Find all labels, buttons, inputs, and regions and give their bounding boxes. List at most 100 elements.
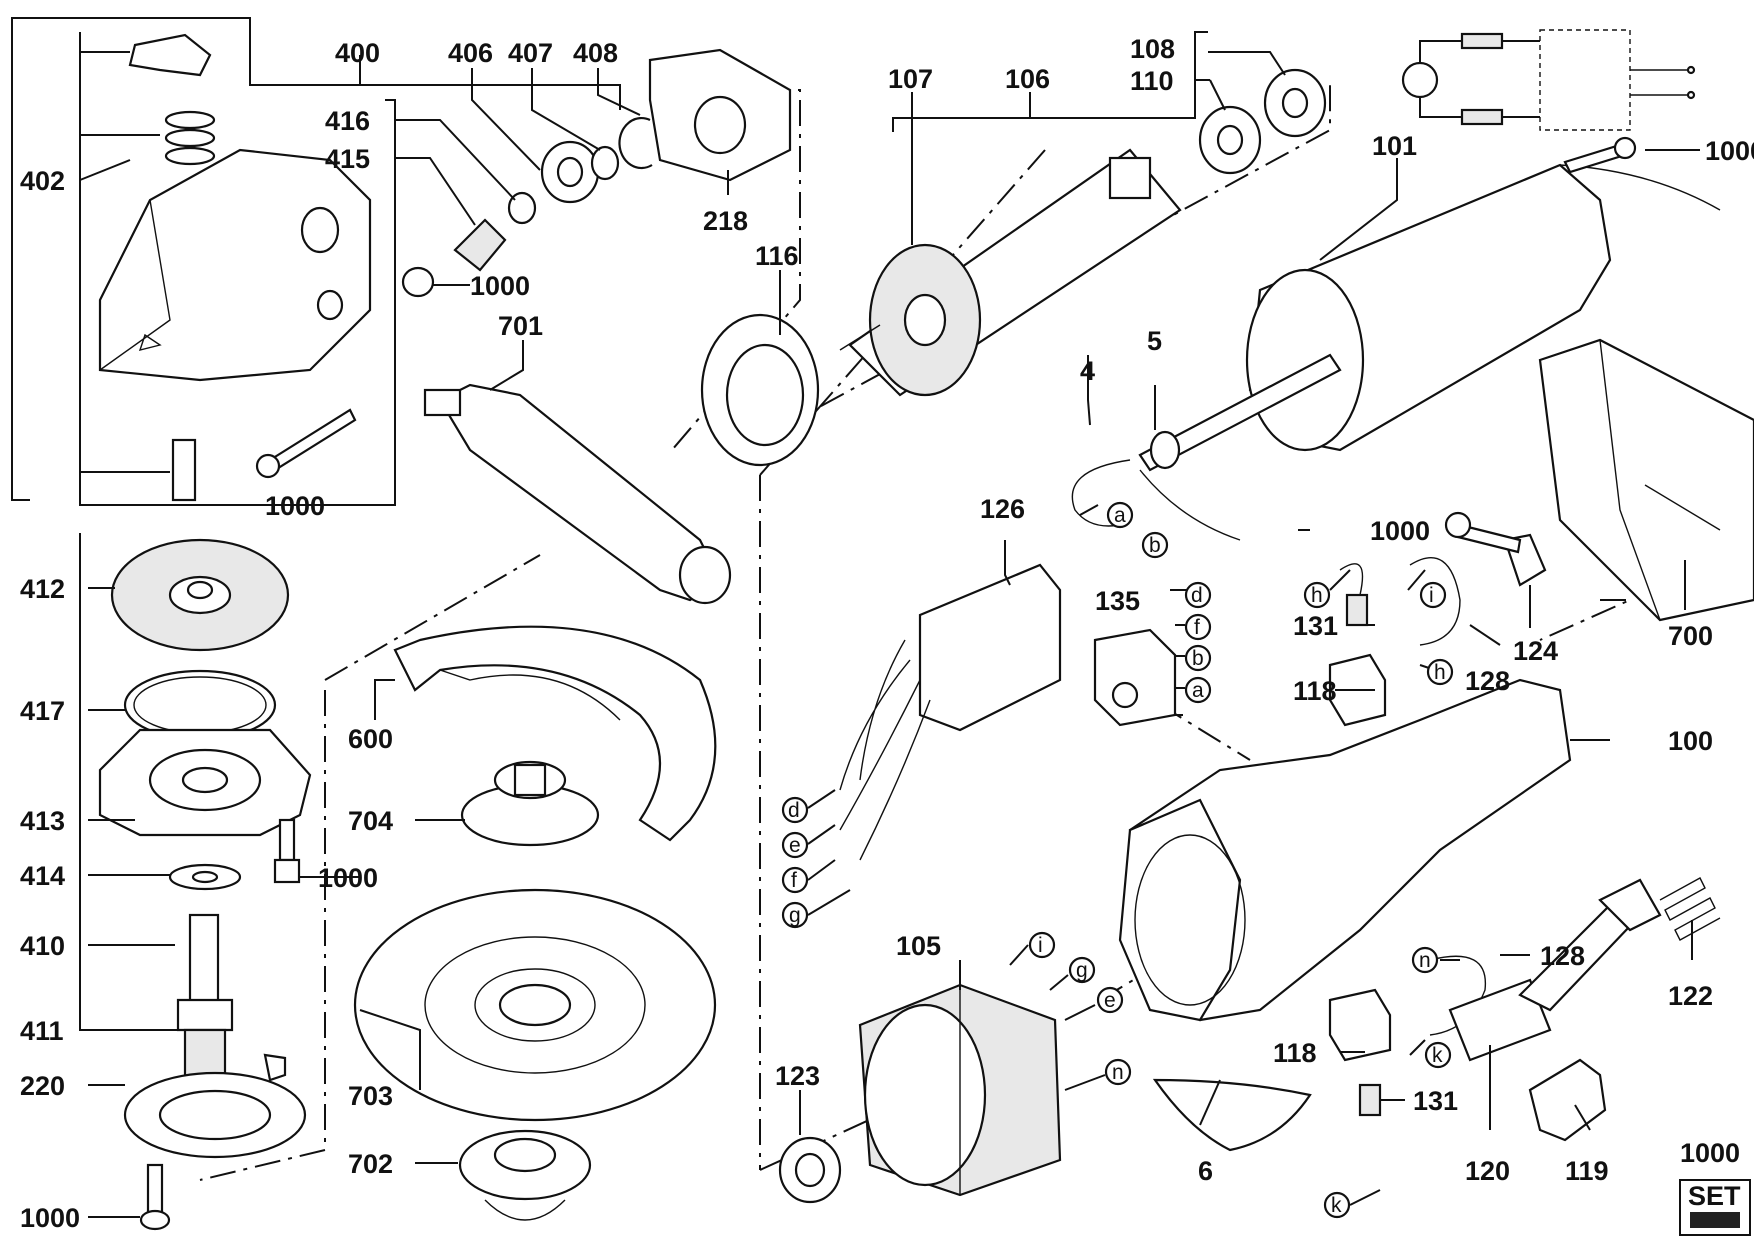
label-400: 400 [335,38,380,68]
wire-marker-k: k [1331,1194,1342,1217]
set-badge-text: SET [1688,1181,1741,1211]
label-407: 407 [508,38,553,68]
wire-marker-g: g [1076,959,1088,982]
washer-416 [507,191,537,225]
label-4: 4 [1080,356,1095,386]
brush-holder-4-5 [1071,353,1342,541]
stator-105 [858,983,1062,1197]
label-1000-nut: 1000 [470,271,530,301]
label-120: 120 [1465,1156,1510,1186]
label-1000-flange: 1000 [318,863,378,893]
label-122: 122 [1668,981,1713,1011]
wire-marker-e: e [789,834,801,857]
label-702: 702 [348,1149,393,1179]
pinion-415 [453,218,507,272]
wire-marker-d: d [788,799,800,822]
switch-actuator-120 [1448,878,1662,1062]
gear-flange-413 [98,728,312,837]
label-128-bottom: 128 [1540,941,1585,971]
wire-128-top [1409,556,1461,646]
label-131-top: 131 [1293,611,1338,641]
wheel-guard-600 [393,625,717,842]
label-415: 415 [325,144,370,174]
wire-marker-h: h [1311,584,1323,607]
brush-131-bottom [1358,1083,1382,1117]
wire-marker-n: n [1112,1061,1124,1084]
electronic-module-126 [839,563,1062,861]
label-110: 110 [1130,66,1174,96]
screw-1000-flange [273,818,301,884]
baffle-6 [1152,1078,1312,1152]
switch-button-119 [1528,1058,1607,1142]
circuit-schematic [1401,29,1696,131]
clamping-nut-702 [458,1129,592,1221]
label-108: 108 [1130,34,1175,64]
spindle-lock-button [128,33,212,77]
label-124: 124 [1513,636,1558,666]
wire-marker-b: b [1192,647,1204,670]
spindle-410-411 [176,913,234,1102]
label-220: 220 [20,1071,65,1101]
brush-131-top [1339,563,1369,627]
screw-1000-top [1563,136,1637,174]
switch-135 [1093,628,1177,727]
brush-holder-118-bottom [1328,988,1392,1062]
label-5: 5 [1147,326,1162,356]
washer-414 [168,863,242,891]
wire-marker-a: a [1192,679,1204,702]
bearing-406 [540,140,600,204]
wire-marker-e: e [1104,989,1116,1012]
bearing-cover-123 [778,1136,842,1204]
label-101: 101 [1372,131,1417,161]
wire-marker-h: h [1434,661,1446,684]
label-701: 701 [498,311,543,341]
label-128-top: 128 [1465,666,1510,696]
leader-lines [79,51,1700,1218]
circlip-408 [618,117,653,170]
label-135: 135 [1095,586,1140,616]
label-1000-screw: 1000 [265,491,325,521]
label-118-top: 118 [1293,676,1337,706]
o-ring-417 [123,669,277,741]
wire-marker-f: f [791,869,797,892]
label-410: 410 [20,931,65,961]
label-123: 123 [775,1061,820,1091]
label-703: 703 [348,1081,393,1111]
label-119: 119 [1565,1156,1609,1186]
retainer-plate-220 [123,1053,307,1159]
armature-107 [839,148,1182,397]
label-107: 107 [888,64,933,94]
label-1000-top: 1000 [1705,136,1754,166]
label-131-bottom: 131 [1413,1086,1458,1116]
label-105: 105 [896,931,941,961]
label-600: 600 [348,724,393,754]
lock-pin [171,438,197,502]
screw-1000-mid [1444,511,1522,554]
ring-407 [590,145,620,181]
set-badge: SET [1679,1179,1751,1236]
wire-marker-a: a [1114,504,1126,527]
bevel-gear-412 [110,538,290,652]
wire-marker-k: k [1432,1044,1443,1067]
label-118-bottom: 118 [1273,1038,1317,1068]
plate-218 [648,48,792,182]
label-412: 412 [20,574,65,604]
label-1000-bottom: 1000 [20,1203,80,1233]
spring-122 [1659,877,1721,941]
label-414: 414 [20,861,65,891]
label-218: 218 [703,206,748,236]
wire-marker-f: f [1194,616,1200,639]
label-6: 6 [1198,1156,1213,1186]
bearing-cover-116 [700,313,820,467]
wire-marker-g: g [789,904,801,927]
lock-spring [164,110,216,166]
label-406: 406 [448,38,493,68]
label-1000-mid: 1000 [1370,516,1430,546]
label-100: 100 [1668,726,1713,756]
label-704: 704 [348,806,393,836]
label-408: 408 [573,38,618,68]
housing-screw [255,408,357,479]
motor-housing-101 [1245,163,1721,452]
side-handle-701 [423,383,732,605]
